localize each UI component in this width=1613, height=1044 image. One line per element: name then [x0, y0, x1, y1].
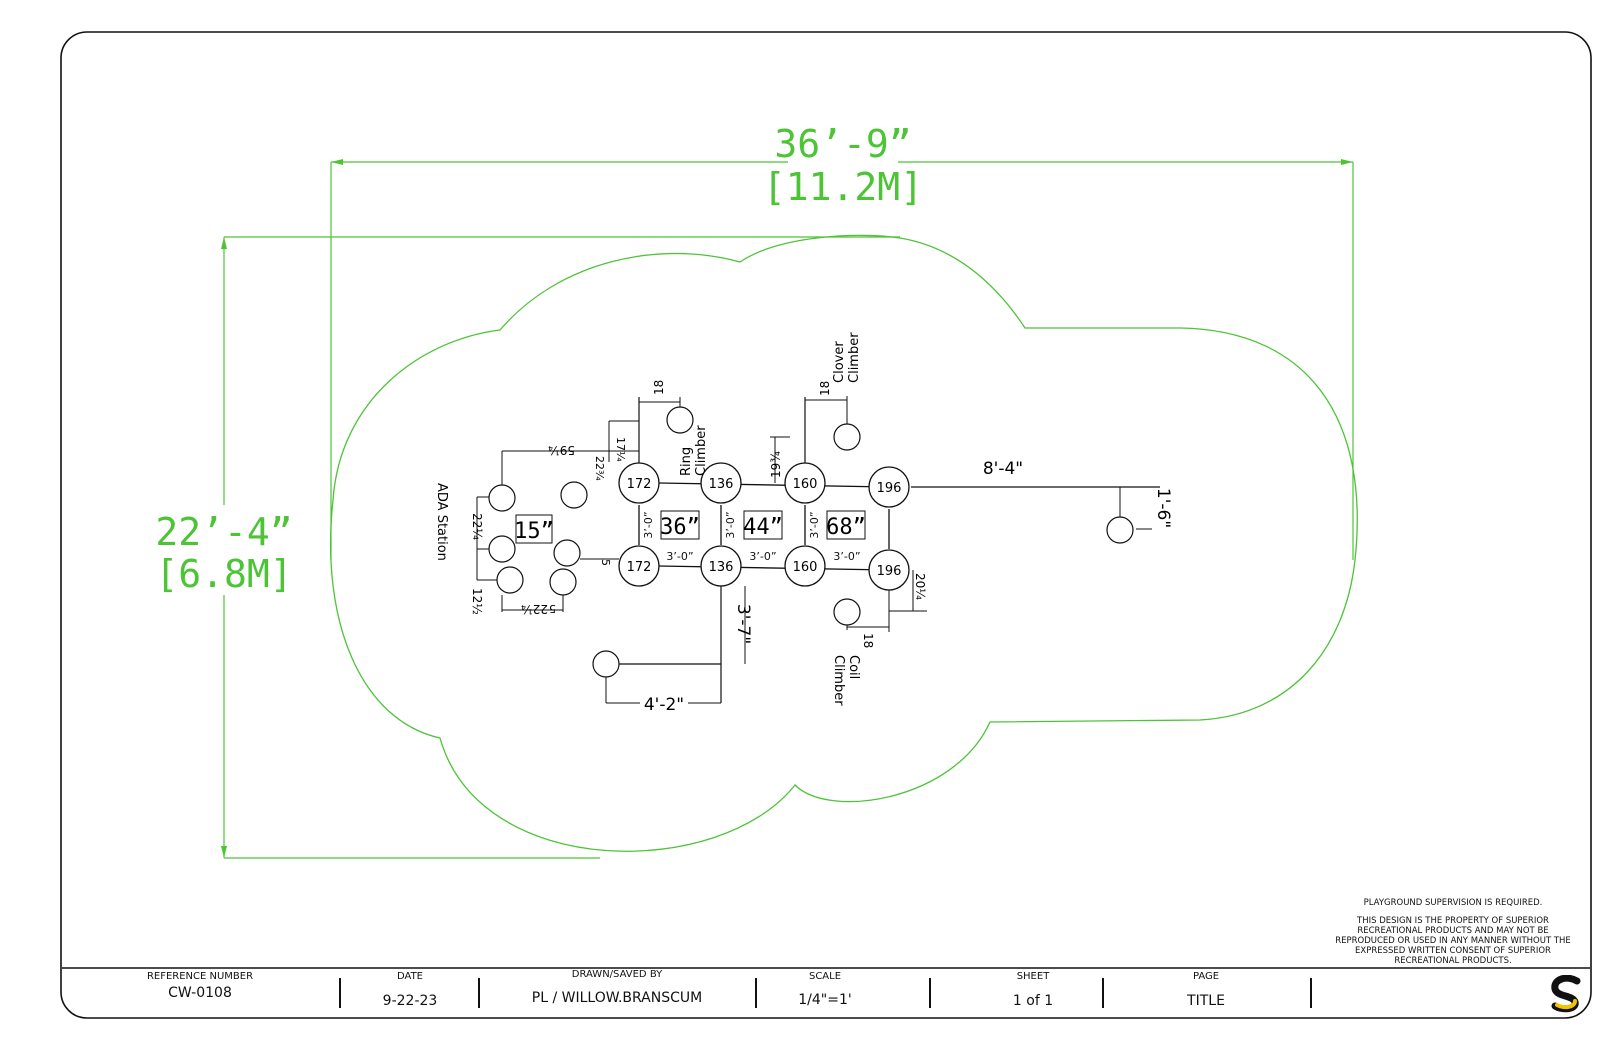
dim-59-1-4: 59¼	[548, 443, 575, 457]
title-block-separator	[339, 978, 341, 1008]
dim-18: 18	[818, 381, 832, 396]
coil-climber-label-2: Climber	[831, 655, 846, 706]
dim-17-1-4: 17¼	[614, 437, 627, 462]
overall-depth-metric: [6.8M]	[155, 552, 292, 596]
overall-width-ft: 36’-9”	[774, 122, 911, 166]
ring-climber: 18 Ring Climber 17¼ 22¾	[593, 380, 709, 481]
side-climber: 8'-4" 1'-6"	[982, 458, 1173, 544]
scale-label: SCALE	[808, 971, 842, 982]
svg-text:196: 196	[877, 481, 902, 496]
overall-width-dimension: 36’-9” [11.2M]	[330, 122, 1354, 560]
dim-19-3-4: 19¾	[769, 451, 783, 478]
post: 160	[784, 462, 826, 504]
overall-depth-dimension: 22’-4” [6.8M]	[155, 236, 900, 859]
svg-text:172: 172	[627, 560, 652, 575]
overall-depth-ft: 22’-4”	[155, 510, 292, 554]
deck-height: 68”	[826, 515, 866, 540]
play-area-outline	[329, 234, 1358, 852]
coil-climber: 18 20¼ Coil Climber	[831, 570, 927, 706]
ada-station: 59¼ 22¼ 12½ 22¼ 5 5 ADA Station	[434, 443, 639, 616]
spacing-label: 3’-0”	[642, 511, 655, 538]
dim-18: 18	[861, 633, 875, 648]
dim-1-6: 1'-6"	[1153, 488, 1173, 528]
reference-number-label: REFERENCE NUMBER	[146, 971, 254, 982]
svg-text:160: 160	[793, 477, 818, 492]
dim-22-1-4: 22¼	[521, 602, 548, 616]
clover-climber-label-2: Climber	[847, 332, 862, 383]
ada-station-label: ADA Station	[434, 483, 449, 561]
dim-20-1-4: 20¼	[913, 573, 927, 600]
supervision-note: PLAYGROUND SUPERVISION IS REQUIRED.	[1363, 898, 1543, 908]
spacing-label: 3’-0”	[808, 511, 821, 538]
deck-height: 15”	[514, 519, 554, 544]
date-value: 9-22-23	[382, 993, 438, 1009]
spacing-label: 3’-0”	[666, 550, 693, 563]
deck-height: 36”	[660, 515, 700, 540]
superior-s-logo-icon	[1551, 975, 1581, 1013]
sheet-value: 1 of 1	[1012, 993, 1054, 1009]
page-value: TITLE	[1187, 993, 1225, 1009]
spacing-label: 3’-0”	[724, 511, 737, 538]
dim-5: 5	[549, 602, 556, 615]
title-block-separator	[929, 978, 931, 1008]
structure-beams	[638, 482, 1160, 571]
svg-text:172: 172	[627, 477, 652, 492]
posts: 172 136 160 196 172 136 160 196	[618, 462, 910, 591]
title-block-separator	[1310, 978, 1312, 1008]
property-note: THIS DESIGN IS THE PROPERTY OF SUPERIOR …	[1335, 916, 1571, 966]
svg-text:136: 136	[709, 560, 734, 575]
design-notes: PLAYGROUND SUPERVISION IS REQUIRED. THIS…	[1328, 898, 1578, 974]
reference-number-value: CW-0108	[168, 985, 232, 1001]
dim-12-1-2: 12½	[470, 588, 484, 615]
title-block-separator	[755, 978, 757, 1008]
post: 160	[784, 545, 826, 587]
sheet-border	[60, 31, 1592, 1019]
date-label: DATE	[396, 971, 423, 982]
post: 196	[868, 549, 910, 591]
dim-4-2: 4'-2"	[644, 695, 684, 715]
drawn-by-label: DRAWN/SAVED BY	[571, 969, 663, 980]
sheet-label: SHEET	[1016, 971, 1050, 982]
lower-climber: 4'-2" 3'-7"	[592, 586, 753, 715]
svg-text:136: 136	[709, 477, 734, 492]
dim-5: 5	[599, 559, 612, 566]
post: 172	[618, 462, 660, 504]
dim-18: 18	[652, 380, 666, 395]
ring-climber-label-1: Ring	[679, 447, 694, 476]
post-spacing-labels: 3’-0” 3’-0” 3’-0” 3’-0” 3’-0” 3’-0”	[642, 511, 861, 563]
svg-text:160: 160	[793, 560, 818, 575]
post: 136	[700, 545, 742, 587]
dim-8-4: 8'-4"	[983, 459, 1023, 479]
ring-climber-label-2: Climber	[694, 425, 709, 476]
drawn-by-value: PL / WILLOW.BRANSCUM	[531, 990, 703, 1006]
svg-text:196: 196	[877, 564, 902, 579]
deck-height: 44”	[743, 515, 783, 540]
post: 196	[868, 466, 910, 508]
spacing-label: 3’-0”	[833, 550, 860, 563]
clover-climber: 18 Clover Climber 19¾	[769, 332, 862, 483]
dim-22-3-4: 22¾	[593, 456, 606, 481]
clover-climber-label-1: Clover	[832, 341, 847, 383]
page-label: PAGE	[1192, 971, 1220, 982]
overall-width-metric: [11.2M]	[763, 165, 923, 209]
spacing-label: 3’-0”	[749, 550, 776, 563]
title-block-separator	[1102, 978, 1104, 1008]
coil-climber-label-1: Coil	[846, 655, 861, 679]
scale-value: 1/4"=1'	[798, 992, 852, 1008]
deck-heights: 15” 36” 44” 68”	[514, 510, 866, 544]
dim-3-7: 3'-7"	[733, 604, 753, 644]
post: 172	[618, 545, 660, 587]
dim-22-1-4: 22¼	[470, 513, 484, 540]
post: 136	[700, 462, 742, 504]
title-block-separator	[478, 978, 480, 1008]
